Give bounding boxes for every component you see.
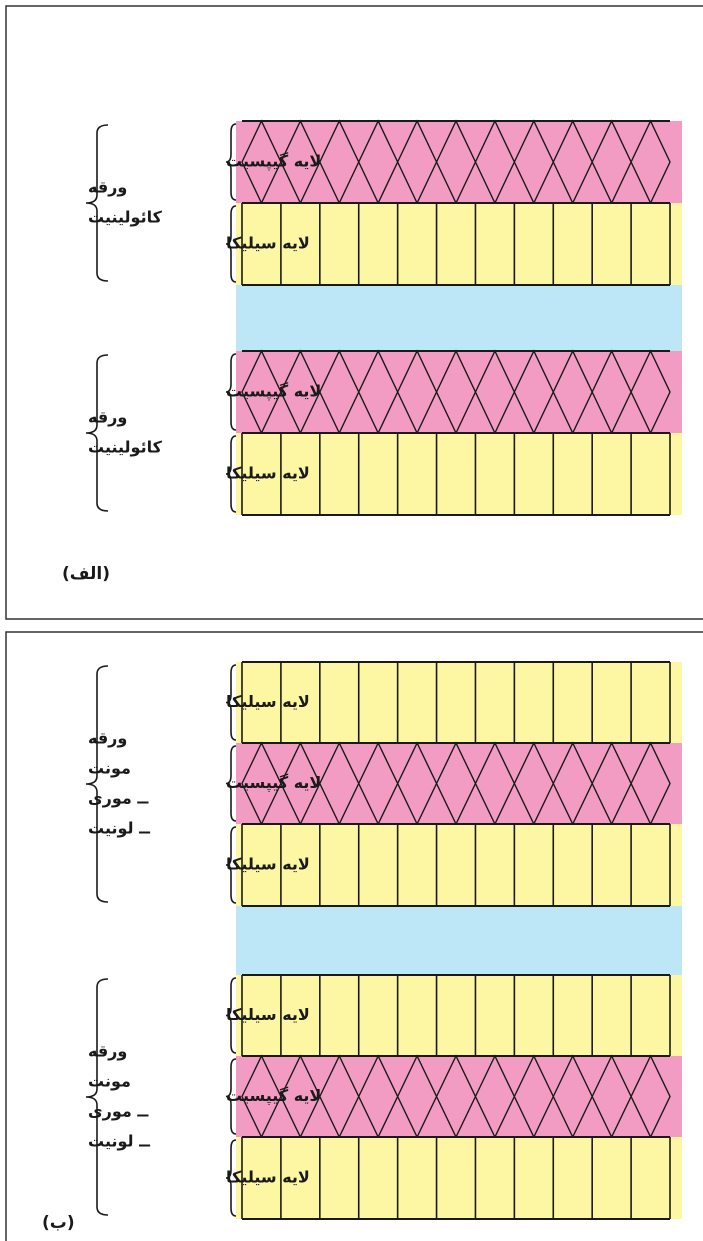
layer-brace (225, 205, 237, 283)
sheet-label-line: ــ موری (88, 789, 149, 808)
gypsite-diamond-pattern (241, 349, 671, 435)
panel_b-caption: (ب) (42, 1213, 75, 1233)
layer-brace (225, 353, 237, 431)
panel_a-sheet2-layer2 (236, 432, 682, 516)
sheet-label-line: ورقه (88, 408, 127, 427)
panel_b-sheet2-layer2 (236, 1054, 682, 1139)
panel_b-sheet2-layer3 (236, 1136, 682, 1220)
sheet-brace (85, 124, 109, 282)
sheet-label-line: مونت (88, 1072, 131, 1091)
gypsite-diamond-pattern (241, 119, 671, 205)
panel_b-sheet1-layer1-fill (236, 662, 682, 743)
layer-brace (225, 123, 237, 201)
layer-brace (225, 1139, 237, 1217)
panel_b-sheet1-layer2 (236, 741, 682, 826)
panel_a-frame (5, 5, 703, 620)
panel_a-sheet1-layer1 (236, 119, 682, 205)
layer-label: لایه سیلیکا (226, 855, 310, 874)
layer-label: لایه گیپسیت (226, 382, 321, 402)
layer-label: لایه سیلیکا (226, 1005, 310, 1024)
panel_a-sheet2-layer1 (236, 349, 682, 435)
interlayer-space (236, 285, 682, 351)
sheet-brace (85, 978, 109, 1216)
panel_b-sheet1-layer3 (236, 823, 682, 907)
sheet-label-line: مونت (88, 759, 131, 778)
layer-brace (225, 826, 237, 904)
panel_b-sheet1-layer3-fill (236, 824, 682, 906)
panel_b-sheet1-layer2-fill (236, 743, 682, 824)
sheet-label-line: ــ موری (88, 1102, 149, 1121)
panel_a-sheet2-layer2-fill (236, 433, 682, 515)
layer-label: لایه سیلیکا (226, 1168, 310, 1187)
sheet-label-line: کائولینیت (88, 438, 163, 457)
panel_b-sheet2-layer3-fill (236, 1137, 682, 1219)
sheet-label-line: ــ لونیت (88, 819, 151, 838)
interlayer-space (236, 906, 682, 975)
panel_a-sheet1-layer1-fill (236, 121, 682, 203)
sheet-brace (85, 354, 109, 512)
gypsite-diamond-pattern (241, 1054, 671, 1139)
layer-label: لایه گیپسیت (226, 773, 321, 793)
layer-brace (225, 435, 237, 513)
layer-brace (225, 977, 237, 1054)
layer-label: لایه گیپسیت (226, 1086, 321, 1106)
panel_b-sheet2-layer1-fill (236, 975, 682, 1056)
layer-label: لایه سیلیکا (226, 464, 310, 483)
panel_a-caption: (الف) (62, 564, 110, 584)
layer-brace (225, 664, 237, 741)
sheet-label-line: ورقه (88, 729, 127, 748)
layer-brace (225, 1058, 237, 1135)
sheet-label-line: ــ لونیت (88, 1132, 151, 1151)
layer-label: لایه گیپسیت (226, 152, 321, 172)
panel_b-sheet1-layer1 (236, 661, 682, 744)
sheet-label-line: ورقه (88, 178, 127, 197)
gypsite-diamond-pattern (241, 741, 671, 826)
layer-brace (225, 745, 237, 822)
panel_a-sheet1-layer2 (236, 202, 682, 286)
panel_b-frame (5, 631, 703, 1241)
sheet-label-line: ورقه (88, 1042, 127, 1061)
layer-label: لایه سیلیکا (226, 692, 310, 711)
panel_b-sheet2-layer2-fill (236, 1056, 682, 1137)
panel_b-sheet2-layer1 (236, 974, 682, 1057)
sheet-brace (85, 665, 109, 903)
panel_a-sheet1-layer2-fill (236, 203, 682, 285)
panel_a-sheet2-layer1-fill (236, 351, 682, 433)
layer-label: لایه سیلیکا (226, 234, 310, 253)
sheet-label-line: کائولینیت (88, 208, 163, 227)
